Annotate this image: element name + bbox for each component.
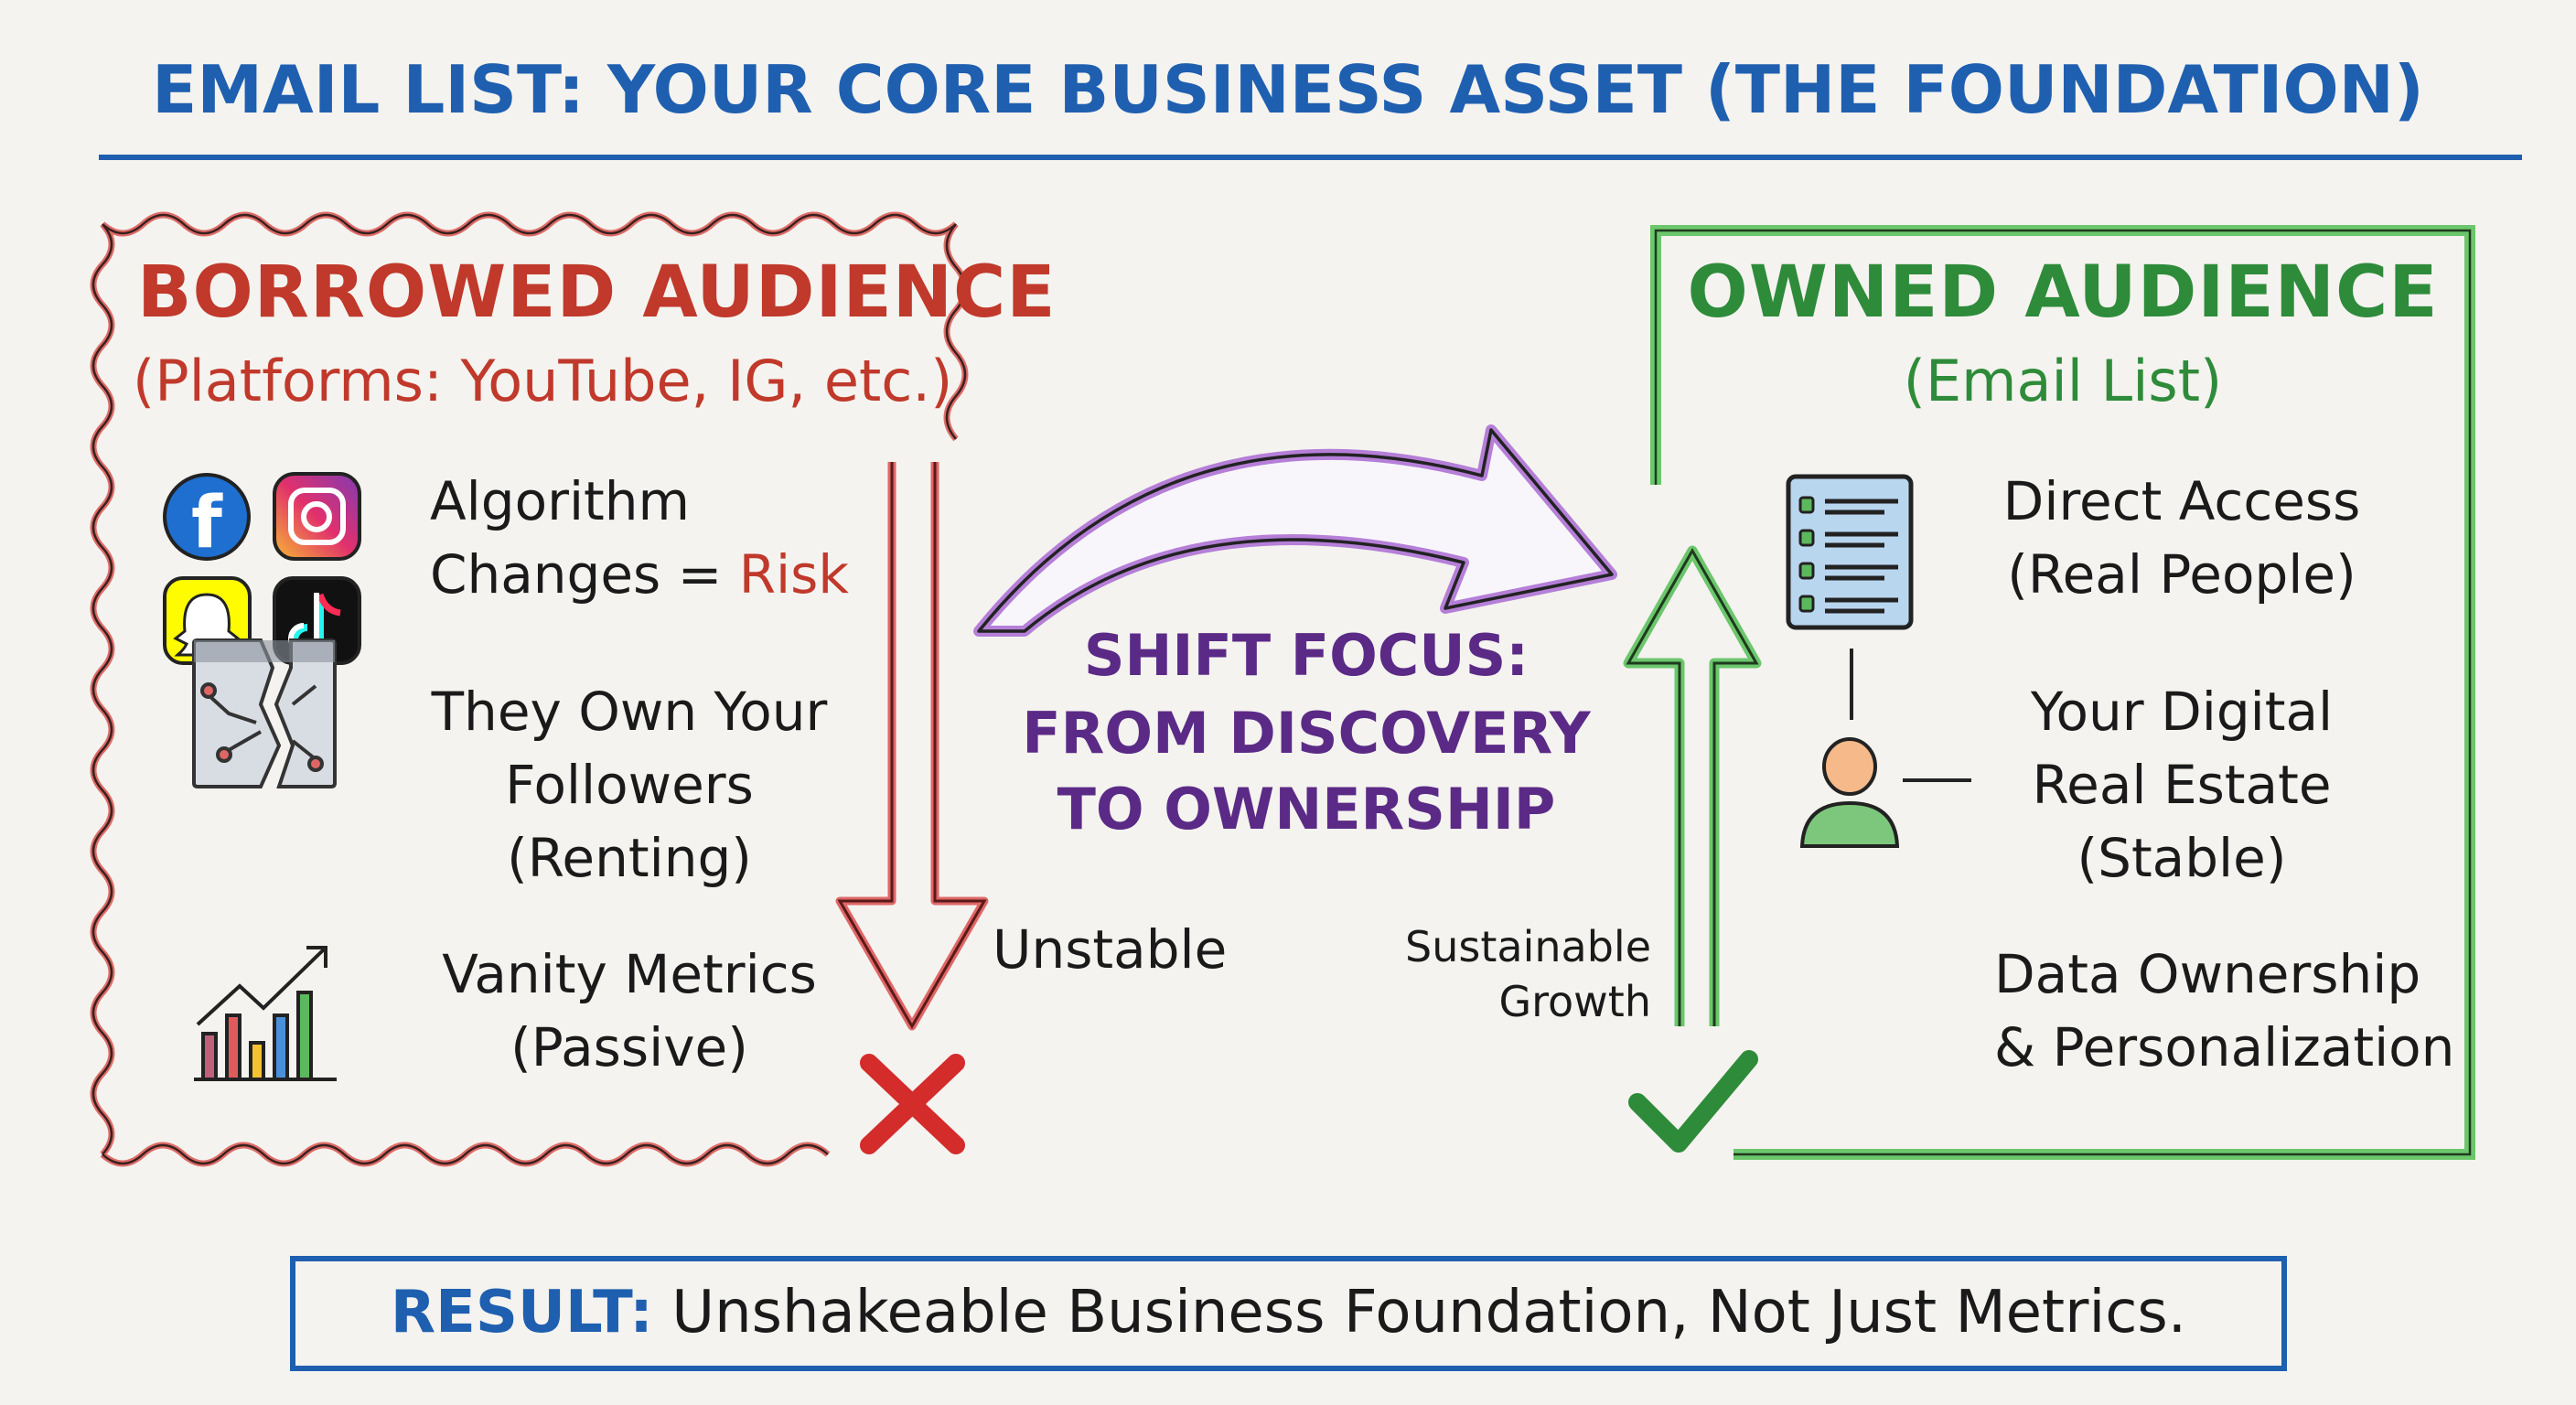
result-label: RESULT: (390, 1279, 653, 1346)
borrowed-item-followers: They Own Your Followers (Renting) (428, 675, 831, 895)
item-line: (Stable) (2077, 827, 2287, 889)
item-line: They Own Your (431, 681, 828, 743)
x-mark-icon (860, 1054, 965, 1154)
item-line: Direct Access (2002, 470, 2361, 532)
person-icon (1799, 737, 1900, 848)
sustainable-growth-label: Sustainable Growth (1372, 919, 1651, 1029)
item-line: Followers (505, 754, 754, 816)
growth-chart-icon (194, 946, 337, 1081)
label-line: Sustainable (1405, 922, 1651, 971)
item-line: (Real People) (2007, 543, 2356, 606)
instagram-icon (273, 472, 361, 561)
facebook-icon: f (163, 473, 251, 564)
result-text: Unshakeable Business Foundation, Not Jus… (652, 1279, 2187, 1346)
result-statement: RESULT: Unshakeable Business Foundation,… (293, 1279, 2284, 1346)
shift-line-3: TO OWNERSHIP (1057, 776, 1556, 842)
item-text: Changes = (430, 543, 739, 606)
owned-item-data-ownership: Data Ownership & Personalization (1994, 938, 2454, 1084)
page-title: EMAIL LIST: YOUR CORE BUSINESS ASSET (TH… (152, 51, 2424, 128)
borrowed-heading: BORROWED AUDIENCE (137, 252, 1057, 334)
item-line: Vanity Metrics (442, 943, 817, 1005)
risk-highlight: Risk (738, 543, 849, 606)
check-mark-icon (1628, 1050, 1758, 1153)
broken-window-icon (192, 638, 337, 788)
shift-line-2: FROM DISCOVERY (1022, 700, 1591, 767)
borrowed-subheading: (Platforms: YouTube, IG, etc.) (133, 348, 953, 414)
owned-heading: OWNED AUDIENCE (1687, 252, 2439, 334)
item-line: Data Ownership (1994, 943, 2421, 1005)
owned-item-direct-access: Direct Access (Real People) (1990, 465, 2374, 611)
borrowed-box-border-ink (91, 213, 967, 1165)
down-arrow-icon (835, 462, 989, 1031)
item-line: (Passive) (510, 1016, 748, 1078)
borrowed-item-algorithm: Algorithm Changes = Risk (430, 465, 849, 611)
result-box (290, 1256, 2287, 1371)
item-line: & Personalization (1994, 1016, 2455, 1078)
item-line: (Renting) (507, 827, 752, 889)
item-line: Algorithm (430, 470, 691, 532)
owned-item-digital-real-estate: Your Digital Real Estate (Stable) (1990, 675, 2374, 895)
item-line: Changes = Risk (430, 538, 849, 611)
item-line: Real Estate (2032, 754, 2332, 816)
svg-text:f: f (191, 482, 223, 564)
email-list-icon (1786, 474, 1914, 630)
shift-line-1: SHIFT FOCUS: (1083, 622, 1530, 689)
unstable-label: Unstable (993, 918, 1228, 981)
item-line: Your Digital (2030, 681, 2334, 743)
owned-subheading: (Email List) (1903, 348, 2223, 414)
borrowed-item-vanity: Vanity Metrics (Passive) (428, 938, 831, 1084)
label-line: Growth (1498, 977, 1651, 1026)
